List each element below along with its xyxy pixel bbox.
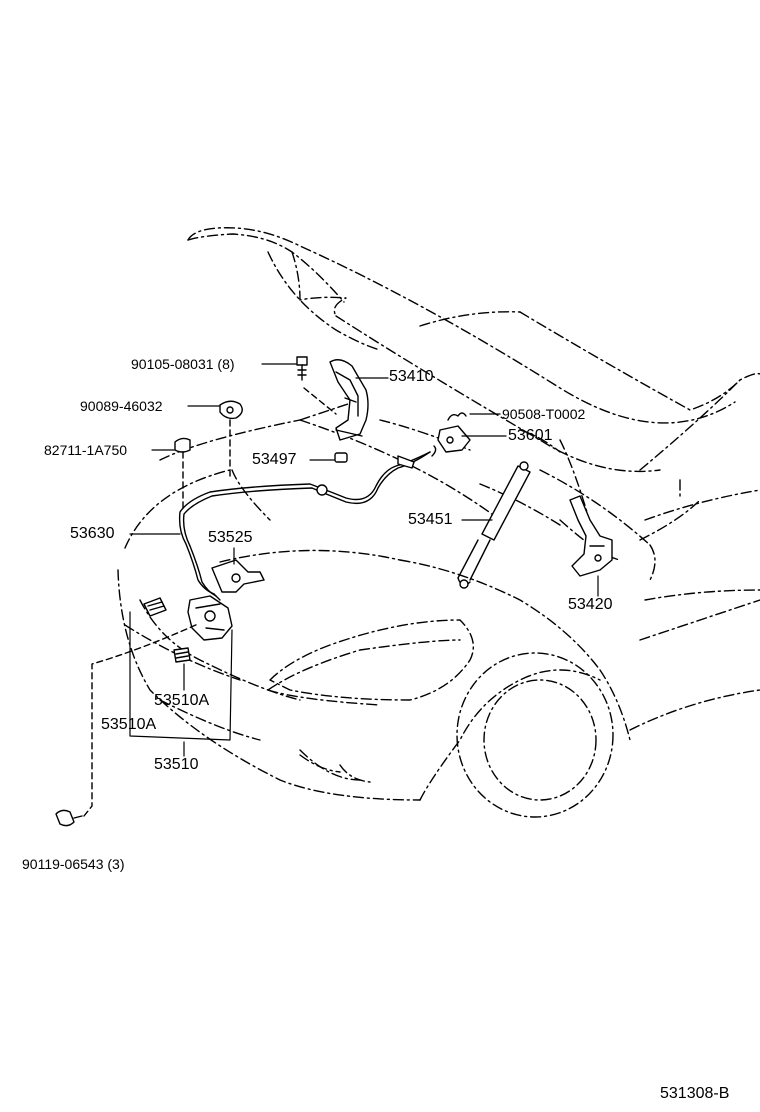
part-label-90089-46032: 90089-46032	[80, 398, 163, 414]
car-body-outline	[117, 227, 760, 818]
part-label-53510A-upper: 53510A	[154, 692, 210, 709]
part-label-90508-T0002: 90508-T0002	[502, 406, 586, 422]
part-cushion-53497	[334, 452, 348, 463]
part-hood-lock-53510	[187, 595, 233, 641]
part-support-53601	[437, 425, 471, 453]
part-label-53410: 53410	[389, 368, 434, 385]
part-label-90105-08031: 90105-08031 (8)	[131, 356, 235, 372]
part-clip-90089	[219, 400, 243, 420]
part-label-53510: 53510	[154, 756, 199, 773]
part-hood-support-strut-53451	[457, 461, 531, 589]
part-label-53420: 53420	[568, 596, 613, 613]
part-label-53451: 53451	[408, 511, 453, 528]
part-cushion-53510A-right	[173, 647, 191, 663]
part-label-53497: 53497	[252, 451, 297, 468]
part-hood-hinge-53420	[569, 495, 613, 577]
part-lever-53525	[211, 559, 265, 593]
part-cushion-53510A-left	[143, 597, 167, 617]
part-label-53525: 53525	[208, 529, 253, 546]
part-spring-90508	[447, 412, 467, 421]
part-label-82711-1A750: 82711-1A750	[44, 442, 128, 458]
part-bolt-90105	[296, 356, 308, 381]
part-bolt-90119	[55, 809, 83, 827]
part-label-53601: 53601	[508, 427, 553, 444]
part-label-90119-06543: 90119-06543 (3)	[22, 856, 125, 872]
part-clip-82711	[174, 437, 191, 453]
part-label-53630: 53630	[70, 525, 115, 542]
part-hood-hinge-53410	[329, 359, 369, 441]
part-label-53510A-lower: 53510A	[101, 716, 157, 733]
part-release-cable-53630	[178, 451, 431, 597]
diagram-code: 531308-B	[660, 1085, 730, 1102]
leader-lines	[129, 363, 599, 757]
